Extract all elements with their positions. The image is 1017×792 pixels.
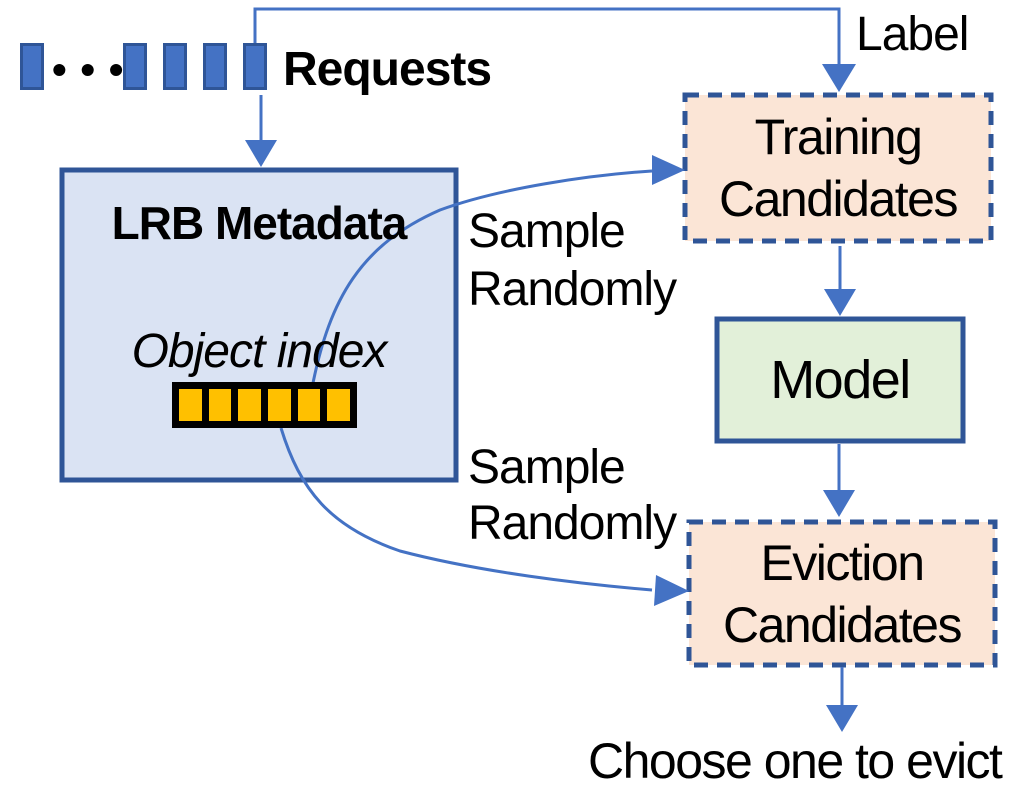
model-box — [714, 316, 966, 444]
eviction-to-choose-arrowhead — [826, 705, 858, 732]
sample-randomly-bottom-line2: Randomly — [468, 497, 677, 550]
ellipsis-icon: • • • — [52, 46, 125, 93]
sample-randomly-top-line1: Sample — [468, 205, 626, 258]
request-icon — [243, 43, 267, 90]
index-cell — [208, 389, 232, 421]
feedback-label: Label — [856, 8, 969, 61]
training-candidates-line2: Candidates — [719, 171, 958, 227]
index-cell — [327, 389, 351, 421]
index-cell — [179, 389, 202, 421]
eviction-candidates-line2: Candidates — [723, 596, 962, 653]
sample-randomly-bottom-line1: Sample — [468, 441, 626, 494]
sample-to-eviction-arrowhead — [654, 575, 689, 606]
sample-randomly-bottom-label: Sample Randomly — [468, 440, 677, 552]
requests-to-metadata-arrowhead — [245, 140, 277, 167]
training-to-model-arrowhead — [824, 289, 856, 316]
object-index-bar — [172, 382, 357, 428]
sample-to-training-connector — [311, 169, 653, 384]
index-cell — [238, 389, 262, 421]
choose-one-to-evict-label: Choose one to evict — [588, 733, 1003, 789]
sample-randomly-top-line2: Randomly — [468, 263, 677, 316]
training-candidates-box — [682, 92, 994, 244]
object-index-label: Object index — [131, 325, 388, 378]
request-icon — [203, 43, 227, 90]
sample-to-training-arrowhead — [652, 155, 685, 185]
eviction-candidates-line1: Eviction — [760, 534, 925, 591]
model-to-eviction-arrowhead — [823, 490, 855, 517]
index-cell — [297, 389, 321, 421]
model-label-text: Model — [770, 350, 911, 410]
label-feedback-connector — [253, 7, 841, 66]
sample-randomly-top-label: Sample Randomly — [468, 203, 677, 319]
eviction-candidates-label: Eviction Candidates — [689, 522, 995, 665]
training-candidates-label: Training Candidates — [685, 95, 991, 241]
request-icon — [123, 43, 147, 90]
training-candidates-line1: Training — [754, 109, 923, 165]
lrb-metadata-box — [59, 167, 459, 483]
label-feedback-arrowhead — [822, 64, 856, 92]
request-icon — [163, 43, 187, 90]
requests-label: Requests — [283, 43, 492, 96]
lrb-metadata-title: LRB Metadata — [111, 197, 408, 249]
model-label: Model — [717, 319, 963, 441]
request-icon — [20, 43, 44, 90]
eviction-candidates-box — [686, 519, 998, 668]
index-cell — [268, 389, 291, 421]
sample-to-eviction-connector — [279, 427, 653, 592]
